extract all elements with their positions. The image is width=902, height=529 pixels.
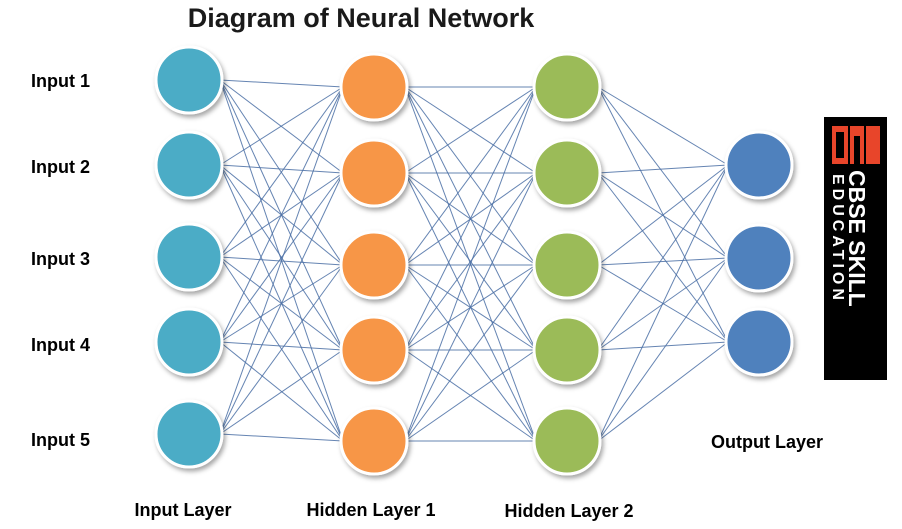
connection-hidden2-5-to-output-2 <box>597 257 729 442</box>
hidden1-neuron-4 <box>339 315 409 385</box>
connection-hidden2-2-to-output-1 <box>597 164 729 174</box>
input-neuron-1 <box>154 45 224 115</box>
output-neuron-1 <box>724 130 794 200</box>
hidden-layer-1-label: Hidden Layer 1 <box>306 500 435 520</box>
connection-hidden1-4-to-hidden2-2 <box>404 172 537 351</box>
connection-input-5-to-hidden1-3 <box>219 264 344 435</box>
connection-hidden1-5-to-hidden2-4 <box>404 349 537 442</box>
connection-hidden2-3-to-output-2 <box>597 257 729 266</box>
connection-hidden1-5-to-hidden2-3 <box>404 264 537 442</box>
connection-hidden2-1-to-output-2 <box>597 86 729 259</box>
connection-input-2-to-hidden1-2 <box>219 164 344 174</box>
input-label-4: Input 4 <box>31 335 90 355</box>
neurons <box>154 45 794 476</box>
connection-input-4-to-hidden1-4 <box>219 341 344 351</box>
output-neuron-3 <box>724 307 794 377</box>
connection-input-1-to-hidden1-1 <box>219 79 344 88</box>
connection-input-5-to-hidden1-4 <box>219 349 344 435</box>
hidden1-neuron-5 <box>339 406 409 476</box>
hidden2-neuron-5 <box>532 406 602 476</box>
input-neuron-5 <box>154 399 224 469</box>
connection-hidden2-1-to-output-1 <box>597 86 729 166</box>
connection-input-5-to-hidden1-2 <box>219 172 344 435</box>
connection-input-3-to-hidden1-1 <box>219 86 344 258</box>
hidden2-neuron-1 <box>532 52 602 122</box>
input-neuron-4 <box>154 307 224 377</box>
connection-hidden2-3-to-output-1 <box>597 164 729 266</box>
logo-emblem-icon <box>832 126 880 164</box>
connection-hidden2-5-to-output-1 <box>597 164 729 442</box>
logo-sub-text: EDUCATION <box>829 174 846 304</box>
connection-hidden1-5-to-hidden2-1 <box>404 86 537 442</box>
connection-input-4-to-hidden1-2 <box>219 172 344 343</box>
connection-hidden1-3-to-hidden2-1 <box>404 86 537 266</box>
connection-hidden2-4-to-output-3 <box>597 341 729 351</box>
input-neuron-2 <box>154 130 224 200</box>
input-label-2: Input 2 <box>31 157 90 177</box>
diagram-title: Diagram of Neural Network <box>188 3 536 33</box>
connection-hidden1-4-to-hidden2-1 <box>404 86 537 351</box>
output-layer-label: Output Layer <box>711 432 823 452</box>
connection-hidden2-5-to-output-3 <box>597 341 729 442</box>
hidden1-neuron-2 <box>339 138 409 208</box>
connection-input-5-to-hidden1-5 <box>219 433 344 442</box>
input-neuron-3 <box>154 222 224 292</box>
logo-main-text: CBSE SKILL <box>844 170 870 307</box>
hidden-layer-2-label: Hidden Layer 2 <box>504 501 633 521</box>
hidden1-neuron-3 <box>339 230 409 300</box>
hidden1-neuron-1 <box>339 52 409 122</box>
connection-input-2-to-hidden1-1 <box>219 86 344 166</box>
connection-hidden1-5-to-hidden2-2 <box>404 172 537 442</box>
connection-hidden1-2-to-hidden2-1 <box>404 86 537 174</box>
hidden2-neuron-2 <box>532 138 602 208</box>
input-layer-label: Input Layer <box>134 500 231 520</box>
input-label-5: Input 5 <box>31 430 90 450</box>
output-neuron-2 <box>724 223 794 293</box>
cbse-skill-education-logo: CBSE SKILL EDUCATION <box>824 117 887 380</box>
input-label-3: Input 3 <box>31 249 90 269</box>
connection-hidden2-4-to-output-1 <box>597 164 729 351</box>
connections <box>219 79 729 442</box>
hidden2-neuron-4 <box>532 315 602 385</box>
hidden2-neuron-3 <box>532 230 602 300</box>
connection-input-4-to-hidden1-1 <box>219 86 344 343</box>
input-label-1: Input 1 <box>31 71 90 91</box>
connection-input-5-to-hidden1-1 <box>219 86 344 435</box>
